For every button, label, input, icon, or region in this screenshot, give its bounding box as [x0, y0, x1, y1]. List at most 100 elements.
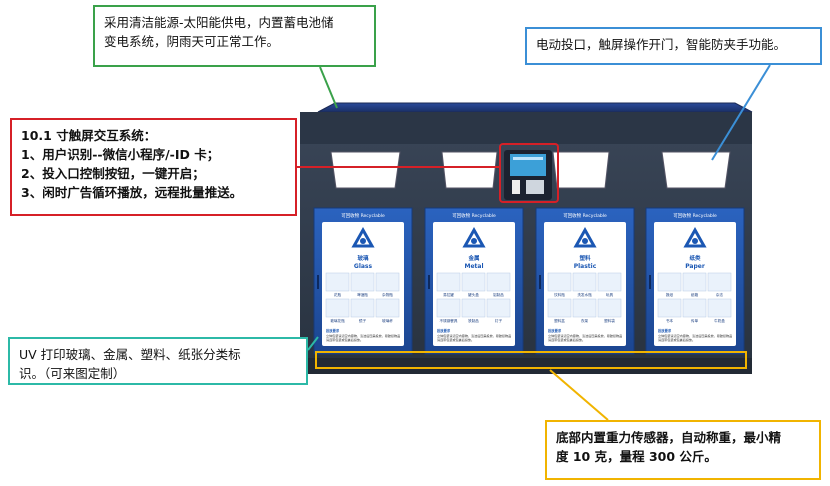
bin-item-image — [436, 298, 461, 318]
recycle-icon-triangle — [573, 226, 597, 248]
bin-item-label: 报纸 — [666, 292, 674, 297]
door-handle — [649, 275, 651, 289]
bin-item-image — [325, 272, 350, 292]
door-handle — [428, 275, 430, 289]
weight-callout-line-2: 度 10 克，量程 300 公斤。 — [556, 449, 717, 464]
bin-item-image — [486, 272, 511, 292]
bin-panel-4: 可回收物 Recyclable纸类Paper报纸纸箱杂志书本传单牛奶盒投放要求立… — [645, 207, 745, 355]
bin-item-label: 杂物瓶 — [382, 292, 393, 297]
bin-item-label: 啤酒瓶 — [357, 292, 368, 297]
bin-item-label: 洗发水瓶 — [577, 292, 592, 297]
bin-item-label: 饮料瓶 — [554, 292, 565, 297]
bin-item-image — [597, 298, 622, 318]
uv-callout-line-2: 识。（可来图定制） — [19, 366, 126, 381]
bin-item-image — [325, 298, 350, 318]
bin-panel-3: 可回收物 Recyclable塑料Plastic饮料瓶洗发水瓶玩具塑料盆衣架塑料… — [535, 207, 635, 355]
touchscreen-icon — [504, 150, 552, 200]
bin-note-text: 立体包装请清空内容物，清洁后压扁投放，易破损物品 — [326, 333, 400, 338]
bin-item-image — [597, 272, 622, 292]
bin-item-label: 塑料盆 — [554, 318, 565, 323]
bin-item-label: 玩具 — [606, 292, 614, 297]
bin-note-label: 投放要求 — [548, 328, 562, 333]
recycle-icon — [462, 226, 486, 248]
bin-item-image — [572, 298, 597, 318]
touch-callout-line-1: 10.1 寸触屏交互系统： — [21, 128, 157, 143]
bin-note-text: 请连带包装或包裹后投放。 — [548, 337, 585, 342]
bin-item-label: 书本 — [666, 318, 674, 323]
bin-item-label: 杂志 — [716, 292, 724, 297]
recycle-icon — [573, 226, 597, 248]
door-handle — [539, 275, 541, 289]
bin-item-image — [375, 298, 400, 318]
bin-item-label: 不锈钢餐具 — [440, 318, 458, 323]
bin-header: 可回收物 Recyclable — [341, 212, 385, 219]
bin-item-label: 塑料袋 — [604, 318, 615, 323]
bin-title-cn: 塑料 — [579, 254, 591, 262]
touch-callout-line-2: 1、用户识别--微信小程序/-ID 卡； — [21, 147, 220, 162]
bin-item-label: 玻璃花瓶 — [330, 318, 345, 323]
bin-item-image — [707, 272, 732, 292]
weight-callout: 底部内置重力传感器，自动称重，最小精 度 10 克，量程 300 公斤。 — [545, 420, 821, 480]
bin-title-cn: 金属 — [467, 254, 480, 262]
solar-callout-line-1: 采用清洁能源-太阳能供电，内置蓄电池储 — [104, 15, 334, 30]
bin-title-en: Plastic — [574, 263, 597, 270]
bin-title-en: Paper — [685, 263, 705, 270]
drop-opening-3 — [552, 151, 610, 189]
bin-title-cn: 玻璃 — [357, 254, 369, 262]
bin-panel-1: 可回收物 Recyclable玻璃Glass花瓶啤酒瓶杂物瓶玻璃花瓶镜子玻璃杯投… — [313, 207, 413, 355]
electric-callout-line-1: 电动投口，触屏操作开门，智能防夹手功能。 — [536, 37, 787, 52]
bin-item-label: 镜子 — [359, 318, 367, 323]
bin-item-image — [436, 272, 461, 292]
bin-item-image — [350, 298, 375, 318]
bin-item-label: 衣架 — [581, 318, 589, 323]
bin-note-text: 立体包装请清空内容物，清洁后压扁投放，易破损物品 — [658, 333, 732, 338]
recycle-icon-center — [692, 238, 698, 244]
bin-note-text: 请连带包装或包裹后投放。 — [658, 337, 695, 342]
bin-note-label: 投放要求 — [326, 328, 340, 333]
bin-note-text: 立体包装请清空内容物，清洁后压扁投放，易破损物品 — [437, 333, 511, 338]
uv-callout: UV 打印玻璃、金属、塑料、纸张分类标 识。（可来图定制） — [8, 337, 308, 385]
touchscreen-callout: 10.1 寸触屏交互系统： 1、用户识别--微信小程序/-ID 卡； 2、投入口… — [10, 118, 297, 216]
solar-roof — [317, 102, 753, 113]
bin-item-image — [461, 298, 486, 318]
recycle-icon — [351, 226, 375, 248]
bin-note-text: 请连带包装或包裹后投放。 — [326, 337, 363, 342]
cabinet-top-band — [300, 112, 752, 144]
bin-item-label: 纸箱 — [691, 292, 699, 297]
bin-item-image — [572, 272, 597, 292]
bin-item-image — [707, 298, 732, 318]
bin-item-image — [375, 272, 400, 292]
bin-header: 可回收物 Recyclable — [673, 212, 717, 219]
recycle-icon-center — [471, 238, 477, 244]
recycle-icon-center — [360, 238, 366, 244]
drop-opening-4 — [661, 151, 731, 189]
bin-item-image — [682, 298, 707, 318]
bin-item-label: 罐头盒 — [468, 292, 479, 297]
bin-title-en: Metal — [464, 263, 483, 270]
touch-callout-line-3: 2、投入口控制按钮，一键开启； — [21, 166, 205, 181]
recycle-icon-triangle — [462, 226, 486, 248]
weight-callout-line-1: 底部内置重力传感器，自动称重，最小精 — [556, 430, 782, 445]
bin-item-label: 铝制品 — [493, 292, 504, 297]
bin-note-text: 立体包装请清空内容物，清洁后压扁投放，易破损物品 — [548, 333, 622, 338]
bin-title-cn: 纸类 — [689, 254, 701, 262]
bin-item-label: 易拉罐 — [443, 292, 454, 297]
bin-item-image — [682, 272, 707, 292]
bin-panel-2: 可回收物 Recyclable金属Metal易拉罐罐头盒铝制品不锈钢餐具铁制品钉… — [424, 207, 524, 355]
recycle-icon-center — [582, 238, 588, 244]
solar-callout: 采用清洁能源-太阳能供电，内置蓄电池储 变电系统，阴雨天可正常工作。 — [93, 5, 376, 67]
door-handle — [317, 275, 319, 289]
recycle-icon-triangle — [683, 226, 707, 248]
uv-callout-line-1: UV 打印玻璃、金属、塑料、纸张分类标 — [19, 347, 241, 362]
bin-title-en: Glass — [354, 263, 373, 270]
bin-item-label: 玻璃杯 — [382, 318, 393, 323]
bin-item-label: 铁制品 — [468, 318, 479, 323]
recycle-icon-triangle — [351, 226, 375, 248]
bin-item-image — [486, 298, 511, 318]
bin-panels: 可回收物 Recyclable玻璃Glass花瓶啤酒瓶杂物瓶玻璃花瓶镜子玻璃杯投… — [313, 207, 745, 355]
recycle-icon — [683, 226, 707, 248]
cabinet-base — [300, 358, 752, 374]
bin-item-image — [547, 272, 572, 292]
bin-item-image — [547, 298, 572, 318]
bin-item-label: 牛奶盒 — [714, 318, 725, 323]
